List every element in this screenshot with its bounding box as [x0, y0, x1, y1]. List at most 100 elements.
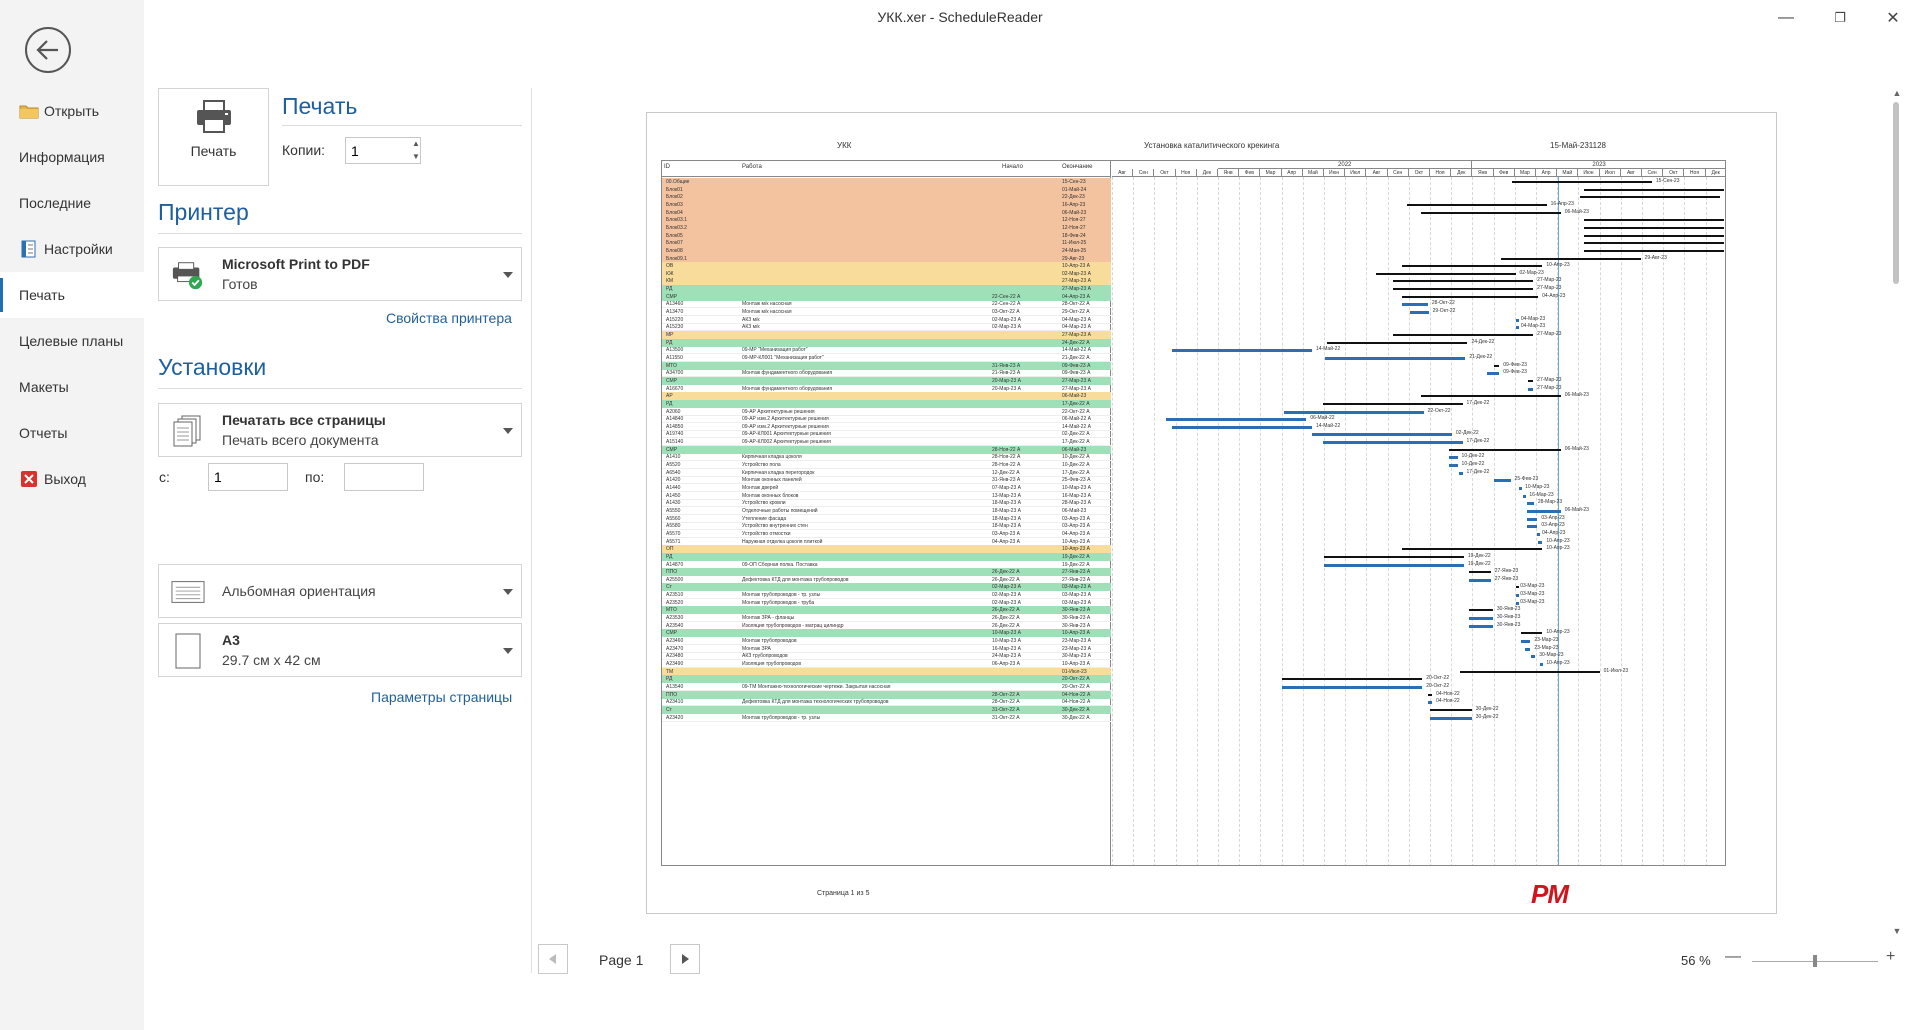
- sidebar-item-reports[interactable]: Отчеты: [0, 410, 144, 456]
- paper-size-select[interactable]: A3 29.7 см x 42 см: [158, 623, 522, 677]
- gantt-bar-label: 09-Фев-23: [1503, 369, 1527, 376]
- gantt-bar: [1311, 433, 1452, 437]
- close-button[interactable]: ✕: [1870, 0, 1916, 36]
- gantt-bar: [1420, 395, 1561, 398]
- scroll-down-icon[interactable]: ▼: [1892, 926, 1902, 936]
- range-from-input[interactable]: [208, 463, 288, 491]
- sidebar-item-recent[interactable]: Последние: [0, 180, 144, 226]
- cell-name: АКЗ м/к: [742, 316, 760, 323]
- back-button[interactable]: [25, 27, 71, 73]
- cell-finish: 19-Дек-22 A: [1062, 561, 1090, 568]
- gantt-bar: [1515, 326, 1519, 330]
- sidebar-item-baselines[interactable]: Целевые планы: [0, 318, 144, 364]
- gantt-bar-label: 28-Мар-23: [1537, 499, 1563, 506]
- printer-properties-link[interactable]: Свойства принтера: [386, 310, 512, 326]
- gantt-bar: [1449, 456, 1458, 460]
- gantt-gridline: [1239, 177, 1241, 865]
- printer-select[interactable]: Microsoft Print to PDF Готов: [158, 247, 522, 301]
- zoom-out-button[interactable]: —: [1725, 948, 1741, 965]
- gantt-gridline: [1514, 177, 1516, 865]
- scroll-up-icon[interactable]: ▲: [1892, 88, 1902, 98]
- pages-select[interactable]: Печатать все страницы Печать всего докум…: [158, 403, 522, 457]
- cell-start: 22-Сен-22 A: [992, 301, 1021, 308]
- gantt-bar: [1531, 655, 1536, 659]
- maximize-button[interactable]: ❐: [1817, 0, 1863, 36]
- orientation-select[interactable]: Альбомная ориентация: [158, 564, 522, 618]
- cell-finish: 03-Мар-23 A: [1062, 584, 1091, 591]
- cell-start: 10-Мар-23 A: [992, 638, 1021, 644]
- copies-input[interactable]: [345, 137, 421, 164]
- sidebar-item-settings[interactable]: Настройки: [0, 226, 144, 272]
- gantt-bar-label: 27-Янв-23: [1494, 575, 1519, 582]
- scrollbar-thumb[interactable]: [1893, 102, 1899, 284]
- preview-scrollbar[interactable]: ▲ ▼: [1891, 88, 1903, 938]
- zoom-slider-thumb[interactable]: [1813, 955, 1817, 967]
- cell-start: 02-Мар-23 A: [992, 316, 1021, 323]
- cell-id: A16670: [666, 385, 684, 392]
- prev-page-button[interactable]: [538, 944, 568, 974]
- cell-start: 31-Янв-23 A: [992, 477, 1021, 484]
- cell-id: ППО: [666, 691, 678, 698]
- sidebar-item-layouts[interactable]: Макеты: [0, 364, 144, 410]
- sidebar-item-open[interactable]: Открыть: [0, 88, 144, 134]
- zoom-in-button[interactable]: +: [1886, 948, 1896, 965]
- gantt-bar: [1171, 425, 1312, 429]
- gantt-bar-label: 30-Мар-23: [1539, 652, 1564, 659]
- range-to-input[interactable]: [344, 463, 424, 491]
- cell-id: A6540: [666, 469, 681, 476]
- gantt-bar: [1323, 563, 1464, 567]
- divider: [158, 233, 522, 234]
- cell-start: 31-Окт-22 A: [992, 714, 1020, 721]
- cell-name: Устройство внутренних стен: [742, 523, 808, 530]
- cell-start: 26-Дек-22 A: [992, 615, 1020, 622]
- gantt-bar: [1402, 548, 1543, 551]
- gantt-bar: [1393, 288, 1534, 291]
- print-button[interactable]: Печать: [158, 88, 269, 186]
- cell-finish: 19-Дек-22 A: [1062, 553, 1090, 560]
- cell-finish: 06-Май-23: [1062, 507, 1087, 514]
- cell-id: Ст: [666, 706, 672, 713]
- sidebar-item-label: Печать: [19, 287, 65, 303]
- print-preview-page: УКК Установка каталитического крекинга 1…: [646, 112, 1777, 914]
- page-setup-link[interactable]: Параметры страницы: [371, 689, 513, 705]
- sidebar-item-info[interactable]: Информация: [0, 134, 144, 180]
- gantt-bar: [1468, 624, 1493, 628]
- minimize-button[interactable]: —: [1763, 0, 1809, 36]
- gantt-bar: [1515, 601, 1519, 605]
- spin-up-button[interactable]: ▲: [412, 139, 420, 148]
- gantt-bar: [1521, 632, 1543, 635]
- gantt-bar-label: 10-Мар-23: [1525, 484, 1550, 490]
- column-finish: Окончание: [1062, 164, 1093, 170]
- gantt-bar-label: 01-Июл-23: [1603, 667, 1629, 674]
- cell-id: Блок08: [666, 247, 683, 254]
- next-page-button[interactable]: [670, 944, 700, 974]
- gantt-bar: [1282, 678, 1423, 681]
- cell-finish: 14-Май-22 A: [1062, 347, 1091, 354]
- spin-down-button[interactable]: ▼: [412, 152, 420, 161]
- gantt-bar-label: 16-Мар-23: [1529, 491, 1554, 498]
- print-button-label: Печать: [190, 143, 237, 159]
- gantt-bar: [1449, 464, 1458, 468]
- gantt-bar-label: 10-Апр-23: [1546, 629, 1570, 636]
- cell-start: 02-Мар-23 A: [992, 599, 1021, 606]
- gantt-bar: [1486, 372, 1500, 376]
- cell-id: A1440: [666, 485, 681, 491]
- sidebar-item-print[interactable]: Печать: [0, 272, 144, 318]
- chevron-right-icon: [682, 954, 689, 964]
- gantt-month-label: Июл: [1600, 169, 1621, 177]
- gantt-bar: [1322, 402, 1463, 405]
- page-indicator: Page 1: [599, 952, 644, 968]
- sidebar-item-exit[interactable]: Выход: [0, 456, 144, 502]
- gantt-gridline: [1451, 177, 1453, 865]
- cell-start: 22-Сен-22 A: [992, 293, 1021, 300]
- gantt-gridline: [1387, 177, 1389, 865]
- cell-id: КЖ: [666, 270, 674, 277]
- pages-title: Печатать все страницы: [222, 412, 386, 428]
